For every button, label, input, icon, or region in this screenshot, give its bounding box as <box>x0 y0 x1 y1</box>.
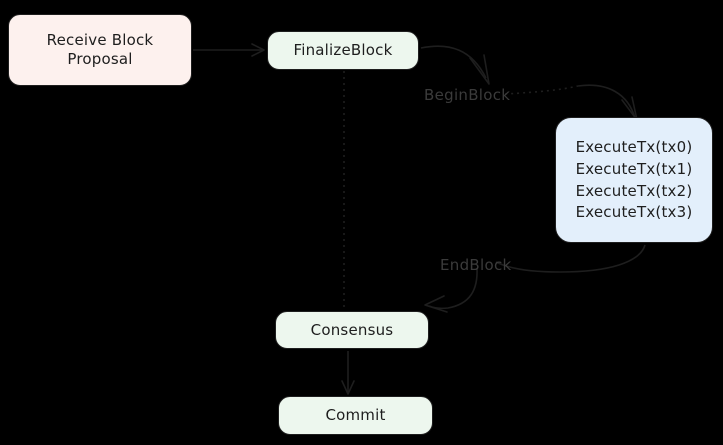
execute-tx-3: ExecuteTx(tx3) <box>575 203 693 222</box>
node-consensus-label: Consensus <box>310 320 394 339</box>
node-consensus[interactable]: Consensus <box>275 311 429 349</box>
execute-tx-0: ExecuteTx(tx0) <box>575 138 693 156</box>
node-commit[interactable]: Commit <box>278 396 433 435</box>
edge-beginblock-to-execute <box>504 84 638 121</box>
edge-finalize-to-beginblock <box>420 45 490 85</box>
edge-label-beginblock: BeginBlock <box>424 86 511 104</box>
edge-endblock-to-consensus <box>424 267 478 313</box>
node-execute-tx-list[interactable]: ExecuteTx(tx0) ExecuteTx(tx1) ExecuteTx(… <box>555 117 713 243</box>
edge-execute-to-endblock <box>495 244 646 273</box>
edge-label-endblock: EndBlock <box>440 256 512 274</box>
edge-receive-to-finalize <box>193 43 265 57</box>
edge-consensus-to-commit <box>341 351 355 395</box>
execute-tx-1: ExecuteTx(tx1) <box>575 159 693 178</box>
node-receive-block-proposal[interactable]: Receive Block Proposal <box>8 14 192 86</box>
node-receive-line-1: Proposal <box>67 50 133 68</box>
node-finalize-block[interactable]: FinalizeBlock <box>267 31 419 70</box>
node-finalize-label: FinalizeBlock <box>293 41 393 60</box>
execute-tx-2: ExecuteTx(tx2) <box>575 181 693 200</box>
node-commit-label: Commit <box>325 406 386 425</box>
node-receive-line-0: Receive Block <box>46 31 154 50</box>
